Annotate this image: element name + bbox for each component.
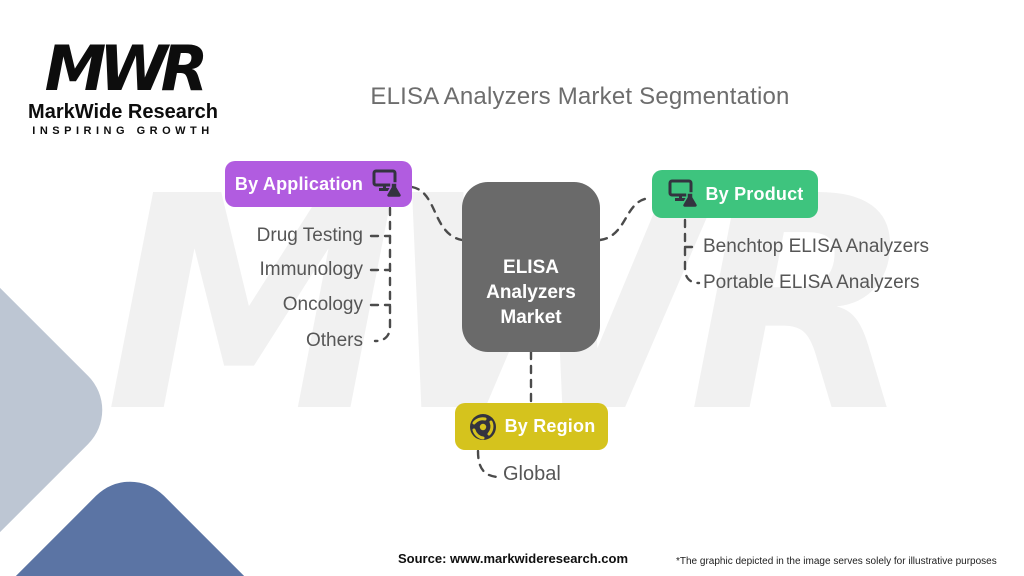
by-application-label: By Application [234, 173, 364, 194]
center-node-line: Analyzers [486, 282, 576, 303]
monitor-flask-icon [370, 169, 403, 199]
connector-center-product [598, 196, 652, 242]
leaf-drug-testing: Drug Testing [256, 225, 363, 246]
by-product-button: By Product [652, 170, 818, 218]
leaf-portable-elisa-analyzers: Portable ELISA Analyzers [703, 272, 920, 293]
center-node-line: ELISA [503, 257, 559, 278]
by-product-label: By Product [705, 183, 804, 204]
footer-source: Source: www.markwideresearch.com [398, 551, 629, 566]
by-region-button: By Region [455, 403, 608, 450]
logo-tagline: INSPIRING GROWTH [32, 125, 214, 137]
logo-acronym: MWR [44, 32, 209, 105]
leaf-oncology: Oncology [282, 294, 363, 315]
leaf-benchtop-elisa-analyzers: Benchtop ELISA Analyzers [703, 236, 930, 257]
logo-name: MarkWide Research [28, 101, 218, 123]
center-node-elisa-analyzers-market: ELISA Analyzers Market [462, 182, 600, 352]
center-node-line: Market [500, 307, 562, 328]
markwide-logo: MWR MarkWide Research INSPIRING GROWTH [28, 32, 218, 138]
connector-application-center [410, 185, 464, 242]
connector-product-spine [683, 218, 701, 285]
leaf-immunology: Immunology [259, 259, 364, 280]
by-application-button: By Application [225, 161, 412, 207]
globe-swirl-icon [468, 412, 498, 442]
leaf-global: Global [503, 463, 561, 485]
footer-disclaimer: *The graphic depicted in the image serve… [676, 556, 997, 567]
connector-application-spine [373, 206, 392, 343]
monitor-flask-icon [666, 179, 699, 209]
page-title: ELISA Analyzers Market Segmentation [370, 83, 790, 110]
leaf-others: Others [305, 330, 363, 351]
by-region-label: By Region [504, 416, 596, 436]
connector-region-global [476, 449, 500, 479]
